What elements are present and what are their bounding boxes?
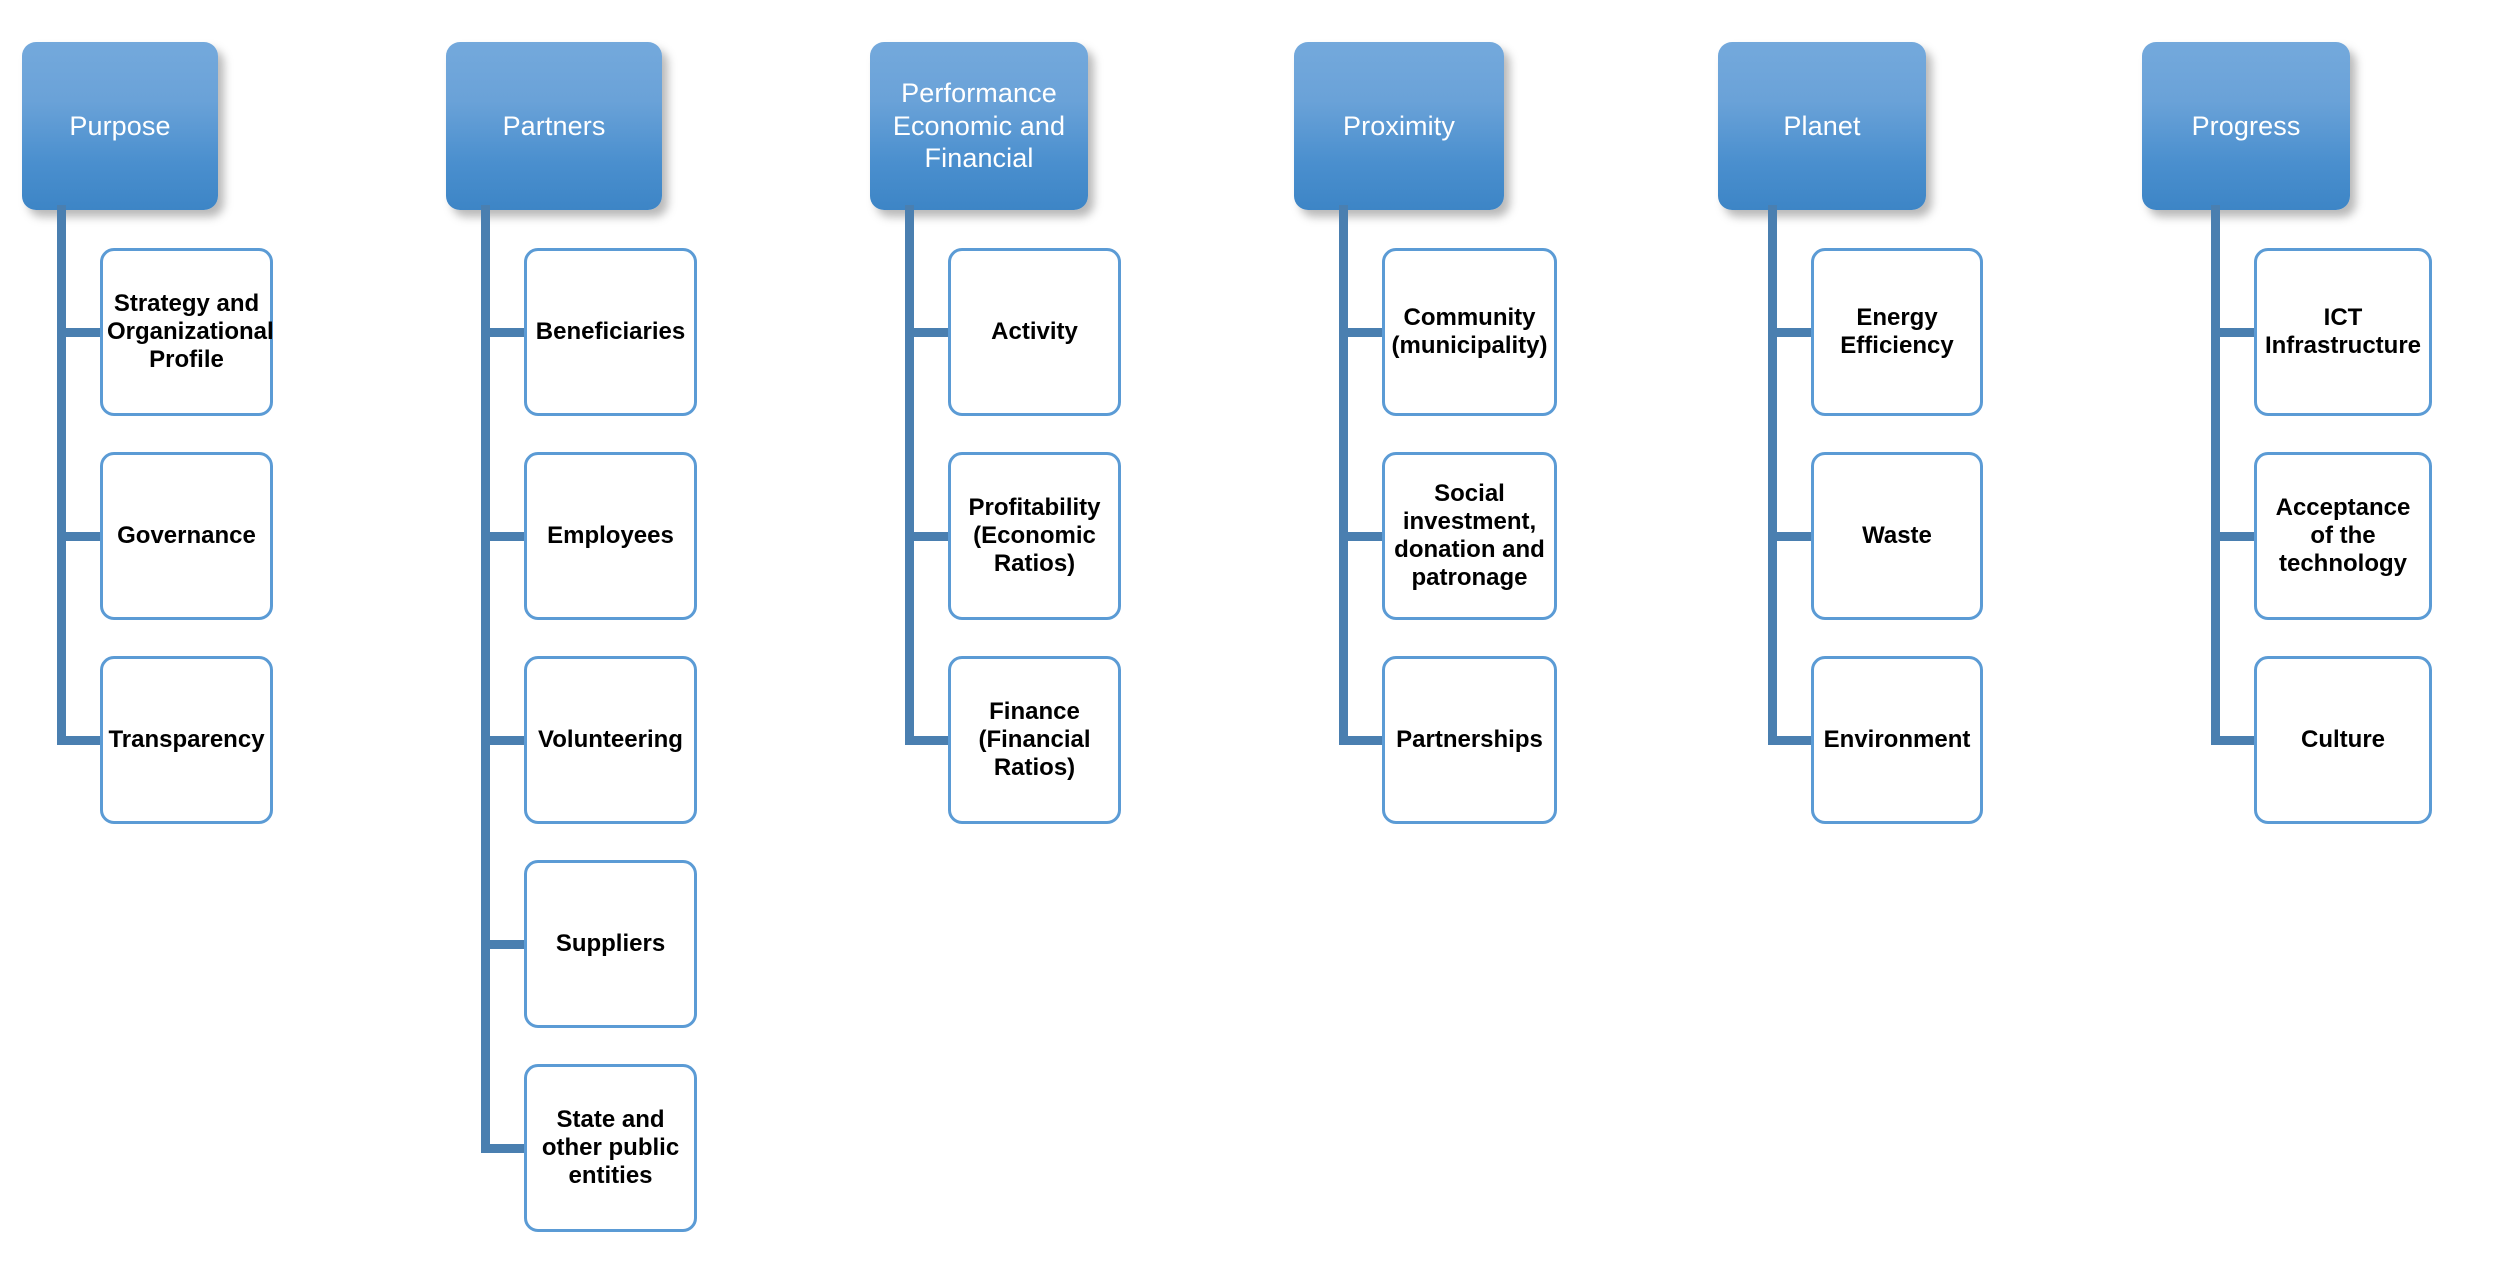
child-node-label: Acceptance of the technology [2275,493,2411,578]
header-node[interactable]: Partners [446,42,662,210]
child-node-label: Finance (Financial Ratios) [978,697,1091,782]
connector-stub [481,328,527,337]
header-node[interactable]: Planet [1718,42,1926,210]
child-node-label: Profitability (Economic Ratios) [968,493,1101,578]
connector-stub [57,736,103,745]
header-node[interactable]: Purpose [22,42,218,210]
connector-stub [2211,328,2257,337]
child-node-label: Environment [1823,725,1971,753]
child-node[interactable]: Governance [100,452,273,620]
child-node[interactable]: Community (municipality) [1382,248,1557,416]
child-node[interactable]: Volunteering [524,656,697,824]
connector-trunk [2211,205,2220,745]
child-node[interactable]: Finance (Financial Ratios) [948,656,1121,824]
child-node-label: Governance [117,521,256,549]
child-node[interactable]: Environment [1811,656,1983,824]
child-node-label: Partnerships [1396,725,1543,753]
child-node-label: Suppliers [555,929,666,957]
child-node[interactable]: Waste [1811,452,1983,620]
connector-stub [905,328,951,337]
child-node-label: Culture [2301,725,2385,753]
child-node-label: Strategy and Organizational Profile [107,289,274,374]
child-node[interactable]: Activity [948,248,1121,416]
connector-stub [57,328,103,337]
header-node-label: Purpose [69,110,171,141]
connector-stub [905,736,951,745]
child-node-label: Transparency [108,725,265,753]
child-node-label: Beneficiaries [535,317,686,345]
child-node-label: State and other public entities [541,1105,680,1190]
connector-trunk [905,205,914,745]
header-node[interactable]: Proximity [1294,42,1504,210]
connector-trunk [481,205,490,1153]
child-node[interactable]: Acceptance of the technology [2254,452,2432,620]
child-node[interactable]: Culture [2254,656,2432,824]
child-node-label: Social investment, donation and patronag… [1394,479,1545,592]
header-node[interactable]: Performance Economic and Financial [870,42,1088,210]
child-node[interactable]: Energy Efficiency [1811,248,1983,416]
connector-trunk [1768,205,1777,745]
connector-stub [905,532,951,541]
header-node-label: Proximity [1343,110,1455,141]
child-node[interactable]: Strategy and Organizational Profile [100,248,274,416]
header-node-label: Progress [2191,110,2301,141]
child-node-label: Activity [991,317,1078,345]
connector-stub [481,1144,527,1153]
connector-stub [1339,736,1385,745]
connector-stub [1339,328,1385,337]
child-node-label: Employees [547,521,674,549]
child-node[interactable]: Partnerships [1382,656,1557,824]
header-node-label: Planet [1783,110,1861,141]
connector-stub [57,532,103,541]
child-node-label: Volunteering [538,725,683,753]
header-node-label: Performance Economic and Financial [892,77,1066,174]
connector-stub [481,736,527,745]
connector-trunk [57,205,66,745]
child-node[interactable]: ICT Infrastructure [2254,248,2432,416]
child-node[interactable]: Suppliers [524,860,697,1028]
connector-stub [1768,532,1814,541]
connector-stub [2211,736,2257,745]
child-node-label: Waste [1862,521,1932,549]
child-node[interactable]: Transparency [100,656,273,824]
child-node-label: Community (municipality) [1391,303,1548,359]
header-node[interactable]: Progress [2142,42,2350,210]
connector-stub [2211,532,2257,541]
connector-stub [481,940,527,949]
connector-stub [481,532,527,541]
connector-trunk [1339,205,1348,745]
child-node-label: ICT Infrastructure [2264,303,2422,359]
connector-stub [1339,532,1385,541]
child-node[interactable]: Beneficiaries [524,248,697,416]
child-node[interactable]: Social investment, donation and patronag… [1382,452,1557,620]
child-node[interactable]: Employees [524,452,697,620]
connector-stub [1768,328,1814,337]
child-node-label: Energy Efficiency [1840,303,1954,359]
connector-stub [1768,736,1814,745]
child-node[interactable]: State and other public entities [524,1064,697,1232]
header-node-label: Partners [502,110,606,141]
child-node[interactable]: Profitability (Economic Ratios) [948,452,1121,620]
